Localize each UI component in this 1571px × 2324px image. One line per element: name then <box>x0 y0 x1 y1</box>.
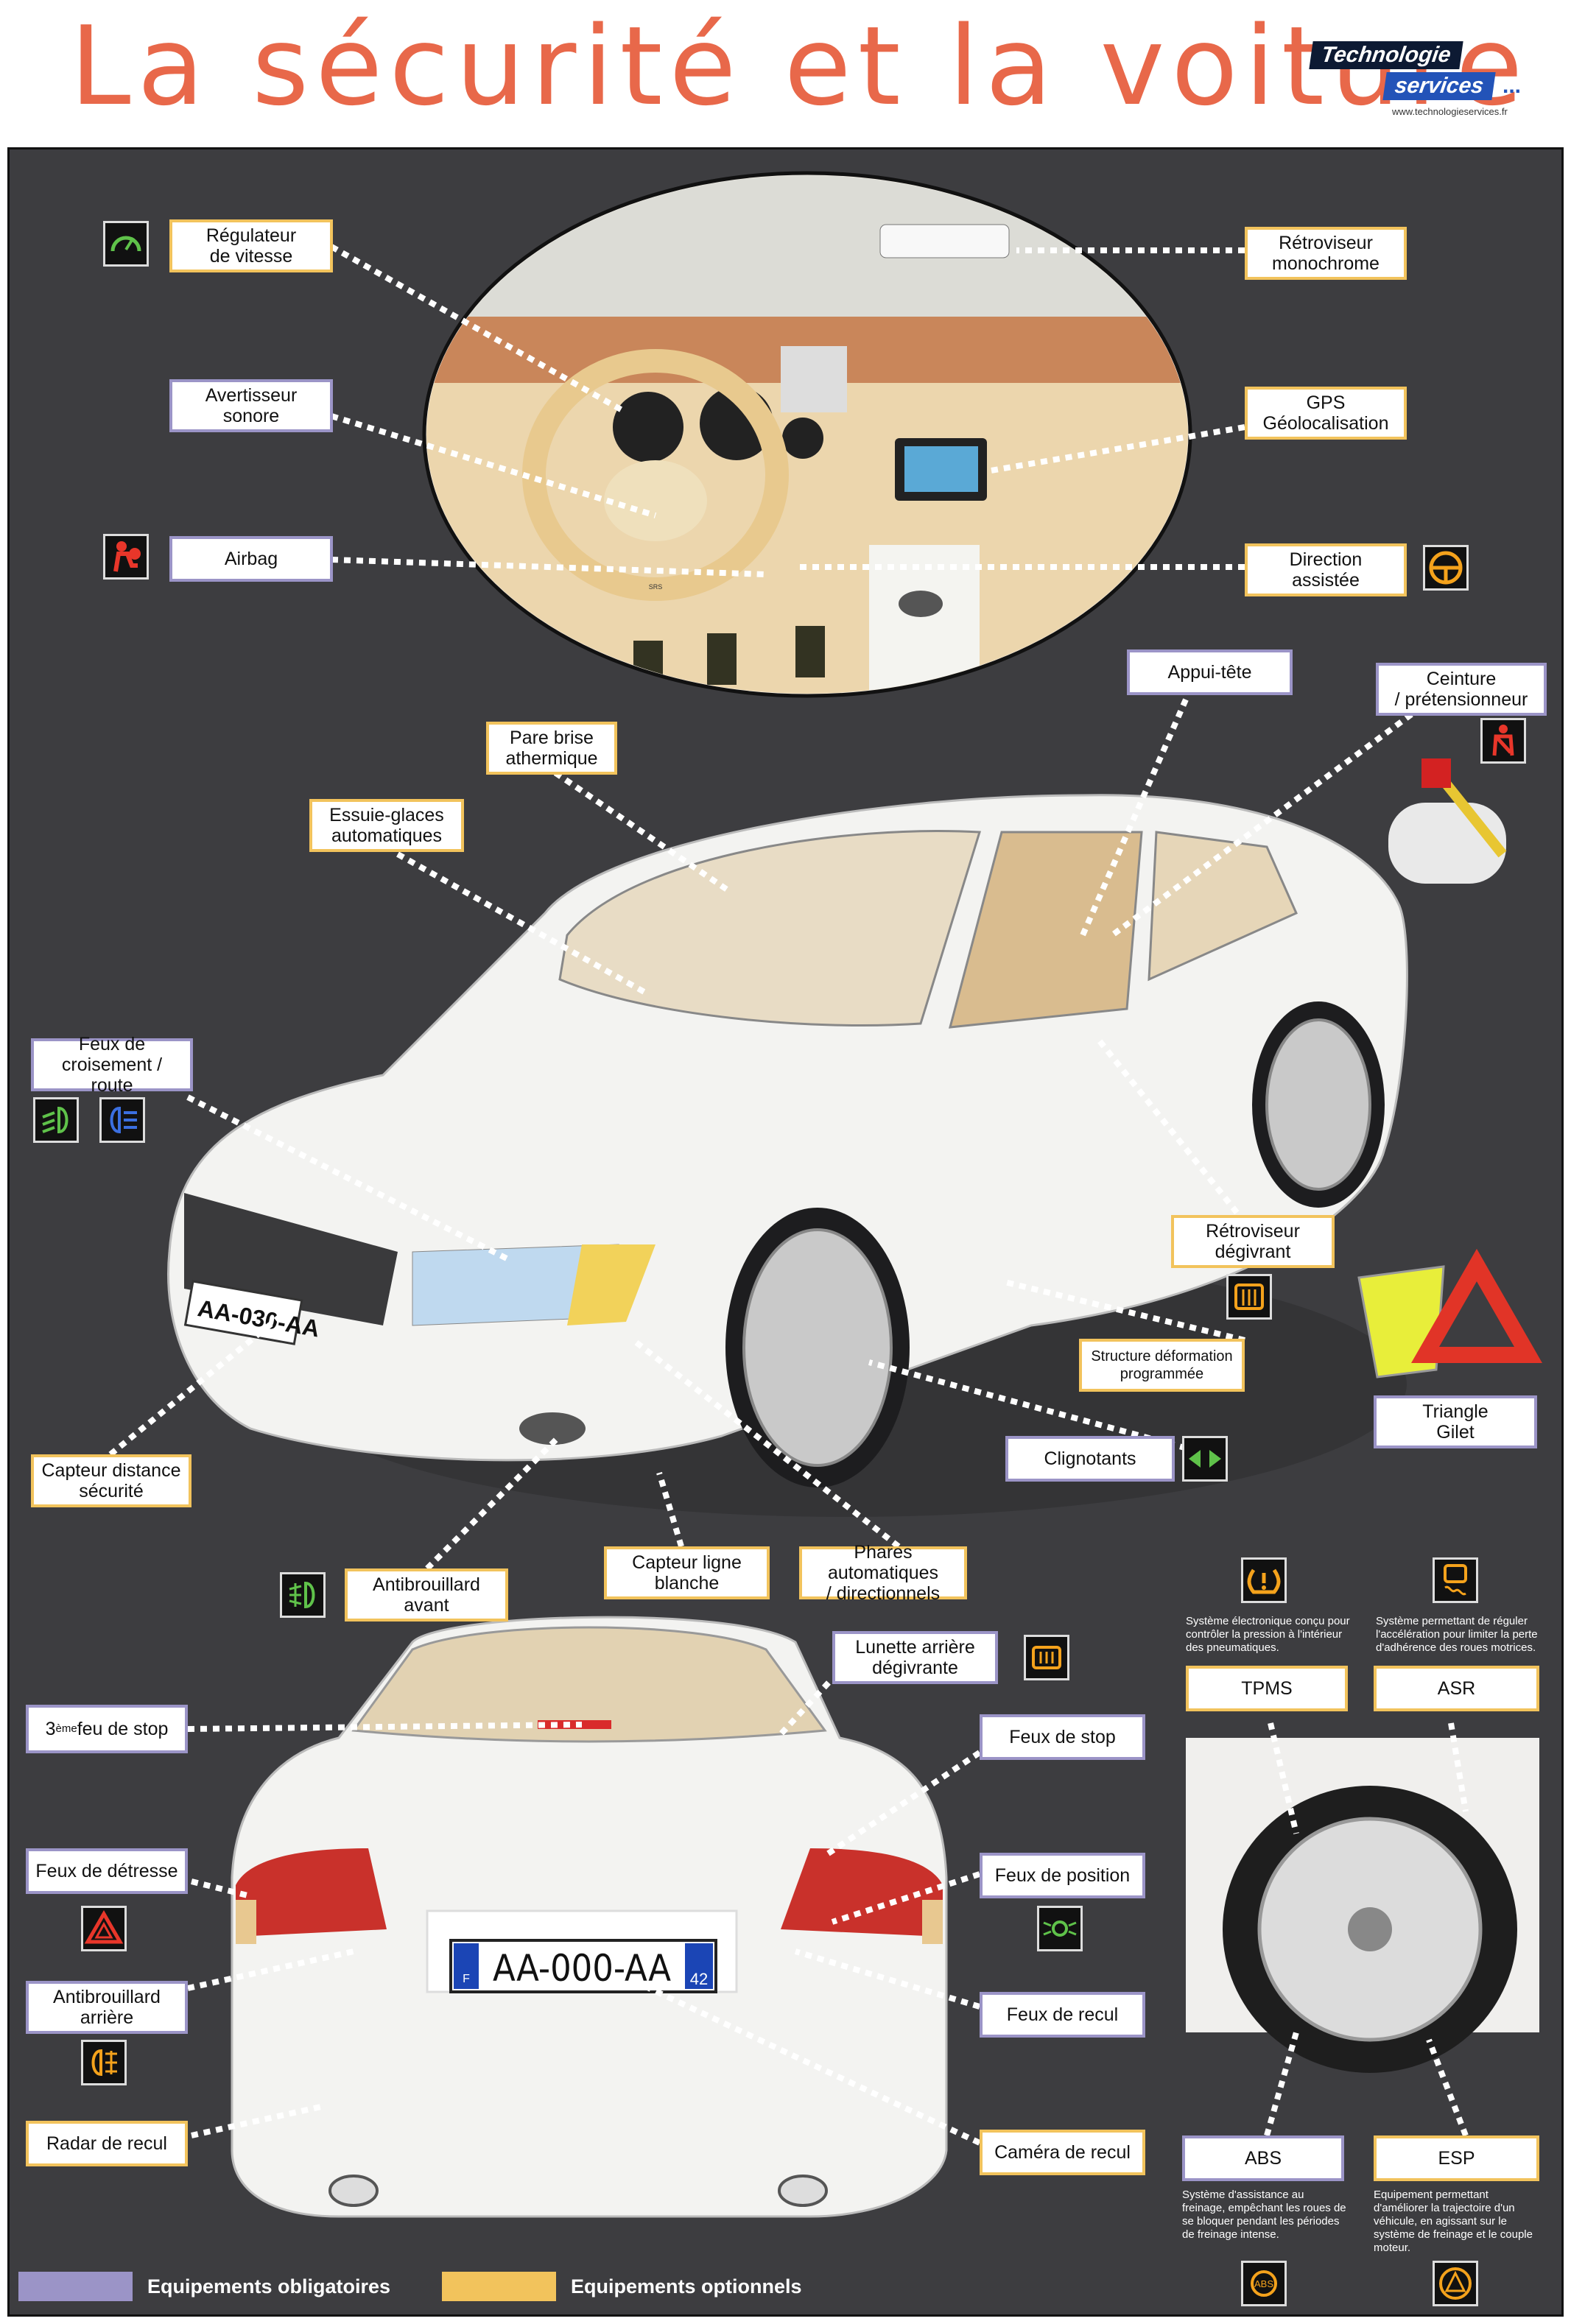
label-triangle-gilet: Triangle Gilet <box>1374 1395 1537 1448</box>
label-direction-assistee: Direction assistée <box>1245 543 1407 596</box>
low-beam-icon <box>33 1097 79 1143</box>
label-gps: GPS Géolocalisation <box>1245 387 1407 440</box>
fog-rear-icon <box>81 2040 127 2085</box>
defrost-rear-icon <box>1024 1635 1069 1680</box>
seatbelt-illustration <box>1388 758 1507 884</box>
rear-plate-dept: 42 <box>690 1970 708 1988</box>
svg-text:ABS: ABS <box>1254 2278 1273 2289</box>
position-lights-icon <box>1037 1906 1083 1951</box>
speedometer-icon <box>103 221 149 267</box>
label-phares-automatiques: Phares automatiques / directionnels <box>799 1542 967 1604</box>
label-pare-brise: Pare brise athermique <box>486 722 617 775</box>
rear-plate-text: AA-000-AA <box>493 1947 671 1990</box>
label-feux-croisement: Feux de croisement / route <box>31 1034 193 1096</box>
tpms-icon <box>1241 1557 1287 1603</box>
esp-icon <box>1433 2261 1478 2306</box>
label-appui-tete: Appui-tête <box>1127 649 1293 695</box>
steering-wheel-icon <box>1423 545 1469 591</box>
label-capteur-distance: Capteur distance sécurité <box>31 1454 191 1507</box>
abs-icon: ABS <box>1241 2261 1287 2306</box>
label-asr: ASR <box>1374 1666 1539 1711</box>
label-retroviseur-monochrome: Rétroviseur monochrome <box>1245 227 1407 280</box>
desc-asr: Système permettant de réguler l'accéléra… <box>1376 1615 1538 1654</box>
asr-icon <box>1433 1557 1478 1603</box>
rear-plate-country: F <box>463 1973 470 1985</box>
logo-dots: ... <box>1503 74 1522 98</box>
wheel-panel <box>1186 1738 1539 2073</box>
legend-optional: Equipements optionnels <box>442 2272 802 2301</box>
airbag-icon <box>103 534 149 580</box>
dashboard-view: SRS <box>422 171 1192 698</box>
fog-front-icon <box>280 1572 326 1618</box>
label-antibrouillard-arriere: Antibrouillard arrière <box>26 1981 188 2034</box>
troisieme-feu-sup: ème <box>55 1722 77 1735</box>
high-beam-icon <box>99 1097 145 1143</box>
label-avertisseur-sonore: Avertisseur sonore <box>169 379 333 432</box>
legend-mandatory: Equipements obligatoires <box>18 2272 390 2301</box>
legend-optional-swatch <box>442 2272 556 2301</box>
label-regulateur-vitesse: Régulateur de vitesse <box>169 219 333 272</box>
desc-tpms: Système électronique conçu pour contrôle… <box>1186 1615 1350 1654</box>
turn-signal-icon <box>1182 1436 1228 1482</box>
desc-esp: Equipement permettant d'améliorer la tra… <box>1374 2189 1533 2254</box>
label-lunette-arriere: Lunette arrière dégivrante <box>832 1631 998 1684</box>
hazard-icon <box>81 1906 127 1951</box>
troisieme-feu-text: feu de stop <box>77 1719 169 1739</box>
troisieme-feu-num: 3 <box>45 1719 56 1739</box>
airbag-marking: SRS <box>649 583 663 591</box>
leader-lines <box>108 244 1469 2146</box>
label-radar-recul: Radar de recul <box>26 2121 188 2166</box>
logo-url: www.technologieservices.fr <box>1392 106 1508 117</box>
legend-mandatory-swatch <box>18 2272 133 2301</box>
desc-abs: Système d'assistance au freinage, empêch… <box>1182 2189 1346 2241</box>
label-camera-recul: Caméra de recul <box>980 2130 1145 2175</box>
legend-optional-label: Equipements optionnels <box>571 2275 802 2297</box>
defrost-mirror-icon <box>1226 1274 1272 1320</box>
car-rear-view: F AA-000-AA 42 <box>231 1616 948 2218</box>
header: La sécurité et la voiture Technologie se… <box>0 0 1571 147</box>
label-airbag: Airbag <box>169 536 333 582</box>
car-front-view: AA-030-AA <box>167 794 1408 1517</box>
legend-mandatory-label: Equipements obligatoires <box>147 2275 391 2297</box>
label-retroviseur-degivrant: Rétroviseur dégivrant <box>1171 1215 1335 1268</box>
label-feux-recul: Feux de recul <box>980 1992 1145 2038</box>
label-feux-stop: Feux de stop <box>980 1714 1145 1760</box>
label-feux-detresse: Feux de détresse <box>26 1848 188 1894</box>
seatbelt-icon <box>1480 718 1526 764</box>
label-tpms: TPMS <box>1186 1666 1348 1711</box>
triangle-vest-illustration <box>1357 1248 1542 1378</box>
label-esp: ESP <box>1374 2135 1539 2181</box>
label-essuie-glaces: Essuie-glaces automatiques <box>309 799 464 852</box>
label-ceinture: Ceinture / prétensionneur <box>1376 663 1547 716</box>
label-structure-deformation: Structure déformation programmée <box>1079 1339 1245 1392</box>
label-abs: ABS <box>1182 2135 1344 2181</box>
label-clignotants: Clignotants <box>1005 1436 1175 1482</box>
page-title: La sécurité et la voiture <box>70 3 1530 130</box>
label-feux-position: Feux de position <box>980 1853 1145 1898</box>
brand-logo: Technologie services ... www.technologie… <box>1304 37 1547 125</box>
label-capteur-ligne: Capteur ligne blanche <box>604 1546 770 1599</box>
label-antibrouillard-avant: Antibrouillard avant <box>345 1568 508 1621</box>
